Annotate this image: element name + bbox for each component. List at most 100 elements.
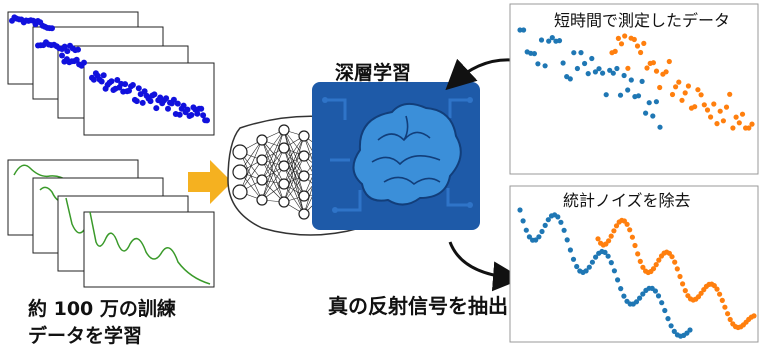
denoised-orange-point (698, 290, 704, 296)
training-dot (165, 105, 171, 112)
denoised-blue-point (564, 237, 570, 243)
nn-node (298, 190, 310, 202)
denoised-orange-point (722, 304, 728, 310)
training-dot (194, 110, 201, 117)
denoised-blue-point (687, 327, 693, 333)
measured-orange-point (625, 65, 631, 71)
nn-connection (261, 139, 285, 203)
denoised-blue-point (520, 218, 526, 224)
measured-orange-point (739, 111, 746, 117)
denoised-blue-point (640, 291, 646, 297)
curved-arrow-icon (445, 58, 513, 91)
nn-connection (239, 139, 263, 193)
measured-blue-point (542, 63, 548, 69)
nn-node (278, 124, 290, 136)
nn-connection (261, 139, 285, 185)
measured-orange-point (708, 114, 714, 120)
training-dot (180, 102, 187, 109)
measured-orange-point (679, 97, 685, 103)
denoised-orange-point (751, 313, 757, 319)
measured-blue-point (628, 77, 634, 83)
measured-blue-point (592, 69, 599, 75)
denoised-blue-point (668, 323, 674, 329)
training-dot (153, 105, 160, 112)
denoised-blue-point (523, 227, 529, 233)
denoised-orange-point (727, 316, 733, 323)
denoised-blue-point (558, 219, 564, 225)
measured-orange-point (698, 92, 704, 98)
denoised-blue-point (665, 316, 671, 322)
denoised-data-chart (509, 185, 759, 343)
denoised-orange-point (640, 264, 646, 270)
denoised-blue-point (652, 288, 659, 294)
measured-orange-point (612, 48, 618, 55)
measured-blue-point (567, 76, 573, 82)
training-dot (122, 81, 129, 88)
denoised-orange-point (711, 283, 717, 289)
measured-data-chart (509, 3, 759, 175)
measured-blue-point (657, 124, 663, 130)
denoised-blue-point (615, 277, 621, 283)
measured-orange-point (733, 114, 739, 120)
nn-node (298, 130, 310, 142)
denoised-blue-point (633, 299, 640, 305)
measured-blue-point (582, 60, 588, 67)
nn-node (256, 194, 268, 206)
training-curve-panels (7, 159, 215, 288)
nn-connection (261, 129, 285, 201)
measured-orange-point (622, 33, 628, 39)
measured-blue-point (549, 35, 555, 41)
denoised-orange-point (725, 311, 731, 317)
denoised-orange-point (714, 286, 720, 292)
training-dot (108, 78, 115, 85)
denoised-orange-point (608, 233, 614, 239)
measured-blue-point (535, 61, 541, 67)
measured-blue-point (617, 92, 624, 98)
nn-connection (283, 129, 305, 177)
measured-blue-point (639, 78, 645, 84)
training-data-caption-line1: 約 100 万の訓練 (28, 298, 176, 320)
denoised-orange-point (635, 251, 641, 257)
training-dot (49, 25, 55, 32)
training-dot (204, 117, 210, 124)
nn-node (278, 160, 290, 172)
nn-node (278, 178, 290, 190)
measured-blue-point (531, 51, 538, 57)
measured-blue-point (653, 99, 660, 105)
denoised-blue-point (536, 234, 542, 240)
denoised-blue-point (517, 207, 523, 213)
denoised-blue-point (655, 293, 662, 299)
nn-connection (261, 139, 285, 167)
denoised-blue-point (671, 328, 677, 334)
measured-orange-point (727, 91, 733, 97)
measured-orange-point (720, 118, 727, 124)
measured-orange-point (682, 90, 688, 96)
denoised-blue-point (618, 286, 624, 292)
measured-blue-point (625, 87, 631, 93)
measured-orange-point (615, 35, 622, 42)
measured-orange-point (673, 84, 679, 90)
measured-orange-point (618, 41, 625, 47)
training-dot (135, 85, 142, 92)
denoised-orange-point (611, 228, 617, 234)
training-dot (170, 96, 177, 103)
measured-blue-point (610, 70, 616, 76)
measured-blue-point (574, 65, 581, 72)
measured-blue-point (650, 113, 656, 119)
measured-orange-point (685, 83, 692, 89)
denoised-blue-point (662, 307, 668, 314)
nn-connection (283, 147, 305, 177)
training-dot (151, 91, 158, 98)
nn-node (256, 174, 268, 186)
nn-connection (283, 165, 305, 197)
measured-blue-point (646, 100, 652, 106)
denoised-blue-point (608, 260, 614, 266)
measured-blue-point (596, 66, 602, 72)
measured-blue-point (643, 110, 649, 116)
denoised-orange-point (669, 254, 675, 260)
nn-connection (283, 135, 305, 203)
training-dot (75, 46, 81, 53)
training-dot (98, 78, 105, 85)
denoised-orange-point (595, 236, 601, 242)
